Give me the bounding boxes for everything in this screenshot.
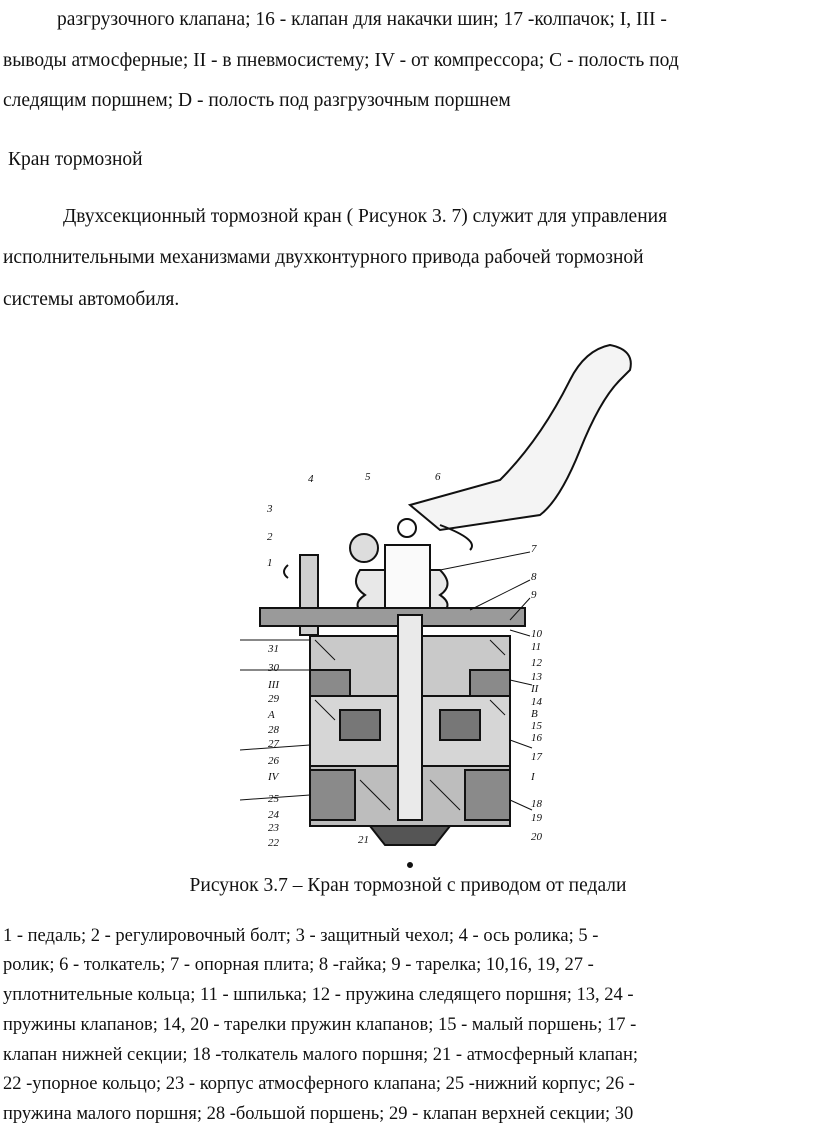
- pedal-shape: [407, 343, 632, 532]
- legend-line-1: 1 - педаль; 2 - регулировочный болт; 3 -…: [3, 926, 599, 946]
- label-18: 18: [531, 798, 543, 810]
- label-6: 6: [435, 471, 441, 483]
- label-22: 22: [268, 837, 280, 849]
- central-rod: [397, 614, 423, 821]
- label-23: 23: [268, 822, 280, 834]
- label-III: III: [267, 679, 280, 691]
- label-9: 9: [531, 589, 537, 601]
- paragraph-line-3: системы автомобиля.: [3, 289, 180, 310]
- label-10: 10: [531, 628, 543, 640]
- label-29: 29: [268, 693, 280, 705]
- label-12: 12: [531, 657, 543, 669]
- legend-line-7: пружина малого поршня; 28 -большой порше…: [3, 1104, 634, 1124]
- label-8: 8: [531, 571, 537, 583]
- label-16: 16: [531, 732, 543, 744]
- label-3: 3: [266, 503, 273, 515]
- label-IV: IV: [267, 771, 280, 783]
- label-31: 31: [267, 643, 279, 655]
- paragraph-line-1: Двухсекционный тормозной кран ( Рисунок …: [63, 206, 668, 227]
- label-28: 28: [268, 724, 280, 736]
- label-4: 4: [308, 473, 314, 485]
- text-line-1: разгрузочного клапана; 16 - клапан для н…: [57, 9, 667, 30]
- figure-caption: Рисунок 3.7 – Кран тормозной с приводом …: [189, 875, 627, 896]
- paragraph-line-2: исполнительными механизмами двухконтурно…: [3, 247, 644, 268]
- label-30: 30: [267, 662, 280, 674]
- label-15: 15: [531, 720, 543, 732]
- legend-line-5: клапан нижней секции; 18 -толкатель мало…: [3, 1045, 639, 1065]
- label-13: 13: [531, 671, 543, 683]
- label-17: 17: [531, 751, 543, 763]
- label-26: 26: [268, 755, 280, 767]
- label-27: 27: [268, 738, 280, 750]
- label-5: 5: [365, 471, 371, 483]
- label-I: I: [530, 771, 536, 783]
- label-14: 14: [531, 696, 543, 708]
- atmospheric-valve: [367, 825, 453, 846]
- label-7: 7: [531, 543, 537, 555]
- label-25: 25: [268, 793, 280, 805]
- label-2: 2: [267, 531, 273, 543]
- text-line-3: следящим поршнем; D - полость под разгру…: [3, 90, 511, 111]
- support-plate: [259, 607, 526, 627]
- label-24: 24: [268, 809, 280, 821]
- label-11: 11: [531, 641, 541, 653]
- legend-line-6: 22 -упорное кольцо; 23 - корпус атмосфер…: [3, 1074, 635, 1094]
- label-B: B: [531, 708, 538, 720]
- legend-line-4: пружины клапанов; 14, 20 - тарелки пружи…: [3, 1015, 637, 1035]
- roller-left: [349, 533, 379, 563]
- section-heading: Кран тормозной: [8, 149, 143, 170]
- roller-top: [397, 518, 417, 538]
- text-line-2: выводы атмосферные; II - в пневмосистему…: [3, 50, 679, 71]
- label-21: 21: [358, 834, 369, 846]
- legend-line-3: уплотнительные кольца; 11 - шпилька; 12 …: [3, 985, 634, 1005]
- label-II: II: [530, 683, 540, 695]
- label-A: A: [267, 709, 275, 721]
- brake-valve-drawing: 4 5 6 3 2 1 31 30 III 29 A 28 27 26 IV 2…: [240, 343, 632, 868]
- legend-line-2: ролик; 6 - толкатель; 7 - опорная плита;…: [3, 955, 594, 975]
- label-1: 1: [267, 557, 273, 569]
- label-19: 19: [531, 812, 543, 824]
- label-20: 20: [531, 831, 543, 843]
